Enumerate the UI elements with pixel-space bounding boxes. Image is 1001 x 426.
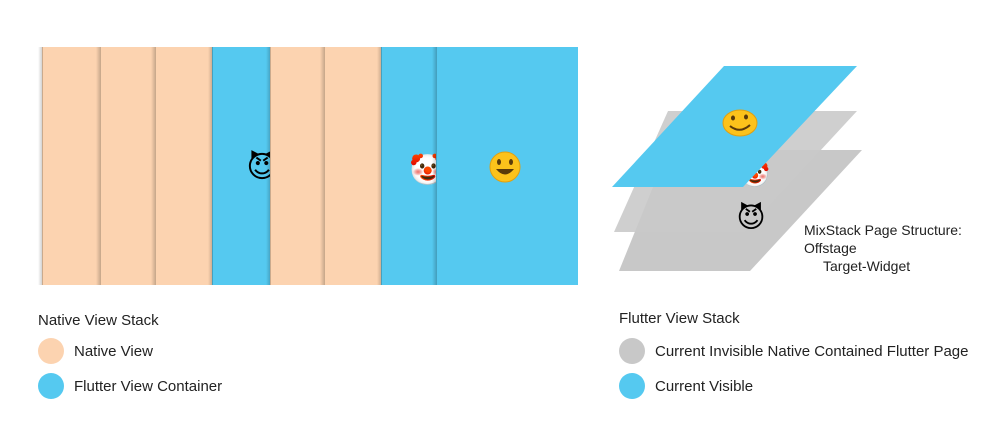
flutter-view-container-panel-1 [212, 47, 270, 285]
flutter-view-container-panel-2 [381, 47, 436, 285]
smiley-eye-left [497, 159, 501, 165]
top-emoji-eye-left [731, 115, 735, 121]
native-view-panel-5 [324, 47, 381, 285]
legend-label: Current Invisible Native Contained Flutt… [655, 342, 969, 360]
native-view-stack-diagram: 😈 🤡 [38, 47, 578, 285]
top-emoji-eye-right [744, 114, 748, 120]
peach-circle-icon [38, 338, 64, 364]
native-view-panel-shadow [151, 47, 156, 285]
legend-item-native-view: Native View [38, 338, 153, 364]
native-view-panel-1 [42, 47, 100, 285]
blue-circle-icon [38, 373, 64, 399]
native-view-panel-4 [270, 47, 324, 285]
mixstack-structure-label: MixStack Page Structure: Offstage Target… [804, 221, 962, 275]
smiley-face-icon [489, 151, 521, 183]
native-view-panel-shadow [377, 47, 382, 285]
native-stack-title: Native View Stack [38, 312, 159, 329]
native-view-panel-3 [155, 47, 212, 285]
legend-item-invisible-page: Current Invisible Native Contained Flutt… [619, 338, 969, 364]
flutter-view-stack-diagram: 😈 🤡 [612, 66, 862, 271]
smiley-mouth [496, 169, 514, 175]
gray-circle-icon [619, 338, 645, 364]
legend-item-current-visible: Current Visible [619, 373, 753, 399]
flutter-stack-title: Flutter View Stack [619, 310, 740, 327]
native-view-panel-shadow [38, 47, 43, 285]
devil-emoji-icon: 😈 [736, 201, 765, 234]
structure-label-offstage: Offstage [804, 240, 857, 256]
legend-label: Current Visible [655, 377, 754, 395]
blue-circle-icon [619, 373, 645, 399]
top-emoji-face-icon [722, 109, 758, 137]
native-view-panel-shadow [432, 47, 437, 285]
native-view-panel-shadow [96, 47, 101, 285]
native-view-panel-shadow [320, 47, 325, 285]
smiley-eye-right [509, 159, 513, 165]
structure-label-title: MixStack Page Structure: [804, 222, 962, 238]
native-view-panel-2 [100, 47, 155, 285]
native-view-panel-shadow [266, 47, 271, 285]
legend-item-flutter-view-container: Flutter View Container [38, 373, 222, 399]
legend-label: Native View [74, 342, 153, 360]
legend-label: Flutter View Container [74, 377, 223, 395]
top-emoji-mouth [729, 124, 751, 131]
structure-label-target-widget: Target-Widget [823, 258, 911, 274]
native-view-panel-shadow [208, 47, 213, 285]
